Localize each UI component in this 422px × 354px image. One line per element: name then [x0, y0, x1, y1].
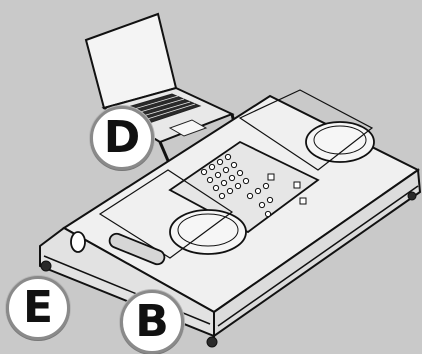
left-platter	[169, 209, 247, 255]
case-handle	[108, 232, 166, 266]
casters	[40, 191, 417, 348]
callout-e: E	[6, 276, 70, 340]
laptop-touchpad	[168, 119, 208, 137]
callout-b: B	[120, 290, 184, 354]
callout-d: D	[90, 106, 154, 170]
cable-port	[70, 231, 86, 253]
case-side-rim	[213, 168, 422, 338]
mixer-buttons	[267, 173, 307, 205]
mixer-knobs	[200, 153, 274, 218]
right-platter	[305, 121, 375, 163]
